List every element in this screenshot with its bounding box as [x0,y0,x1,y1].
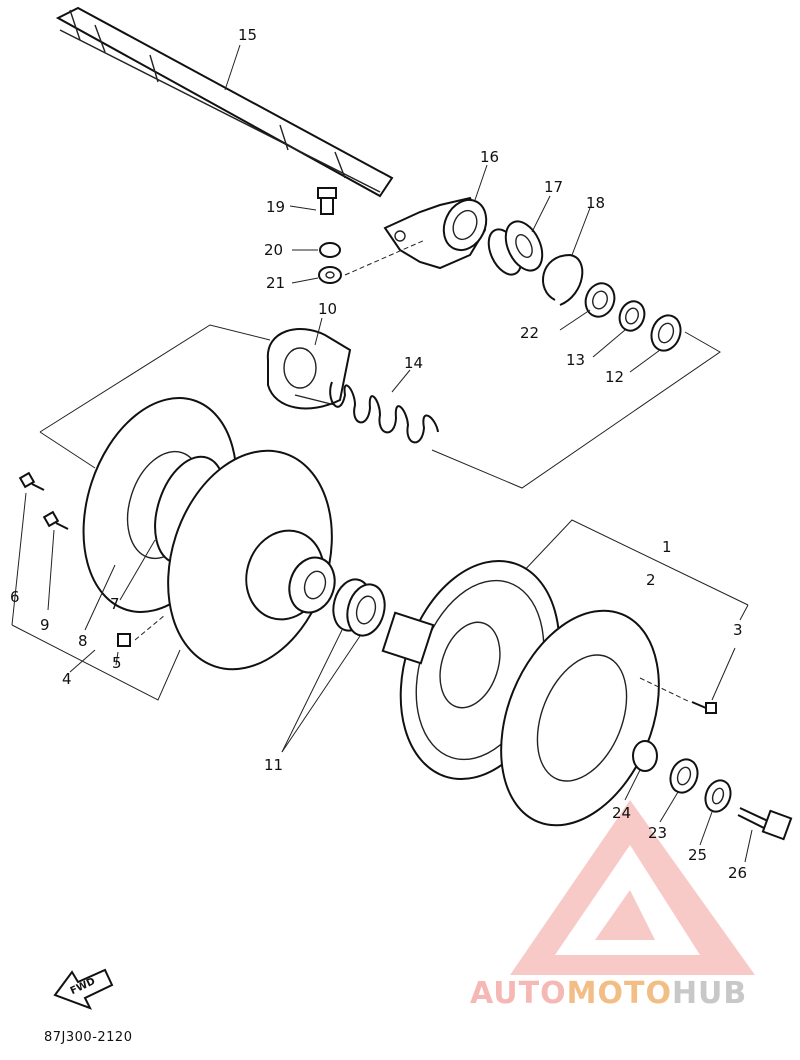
label-part-4: 4 [62,670,72,688]
spring-14 [329,369,439,444]
washer-22 [559,282,616,331]
bolt-19 [289,187,337,215]
label-part-16: 16 [480,148,500,166]
label-part-2: 2 [646,571,656,589]
bearing-17 [487,195,551,276]
spacer-24 [624,740,658,801]
label-part-1: 1 [662,538,672,556]
label-part-20: 20 [264,241,284,259]
bolt-26 [737,807,793,863]
label-part-9: 9 [40,616,50,634]
screw-6 [18,471,45,491]
grouping-lines [11,324,749,701]
label-part-24: 24 [612,804,632,822]
label-part-13: 13 [566,351,586,369]
watermark-part3: HUB [671,976,748,1011]
label-part-22: 22 [520,324,540,342]
label-part-18: 18 [586,194,606,212]
label-part-17: 17 [544,178,564,196]
washer-12 [629,314,682,373]
label-part-3: 3 [733,621,743,639]
washer-13 [592,300,646,358]
cam-10 [266,317,352,410]
screw-9 [42,510,69,611]
label-part-23: 23 [648,824,668,842]
label-part-19: 19 [266,198,286,216]
screw-5 [115,614,166,666]
label-part-15: 15 [238,26,258,44]
label-part-8: 8 [78,632,88,650]
washer-20 [292,242,341,258]
label-part-25: 25 [688,846,708,864]
sheave-4 [69,449,336,673]
drawing-code: 87J300-2120 [44,1030,133,1045]
watermark-logo [510,800,755,975]
shaft-15 [55,6,394,198]
label-part-5: 5 [112,654,122,672]
collar-11 [281,578,386,753]
label-part-11: 11 [264,756,284,774]
label-part-6: 6 [10,588,20,606]
washer-23 [659,758,699,823]
fwd-arrow-icon [53,968,114,1010]
circlip-18 [542,207,591,306]
watermark-part2: MOTO [566,976,672,1011]
screw-3 [639,647,736,714]
washer-25 [699,779,732,846]
watermark-part1: AUTO [470,976,567,1011]
label-part-26: 26 [728,864,748,882]
nut-21 [291,239,426,284]
label-part-14: 14 [404,354,424,372]
label-part-21: 21 [266,274,286,292]
bracket-16 [383,164,488,270]
plate-2 [500,609,660,827]
watermark-brand: AUTOMOTOHUB [470,976,747,1011]
label-part-10: 10 [318,300,338,318]
label-part-7: 7 [110,595,120,613]
label-part-12: 12 [605,368,625,386]
